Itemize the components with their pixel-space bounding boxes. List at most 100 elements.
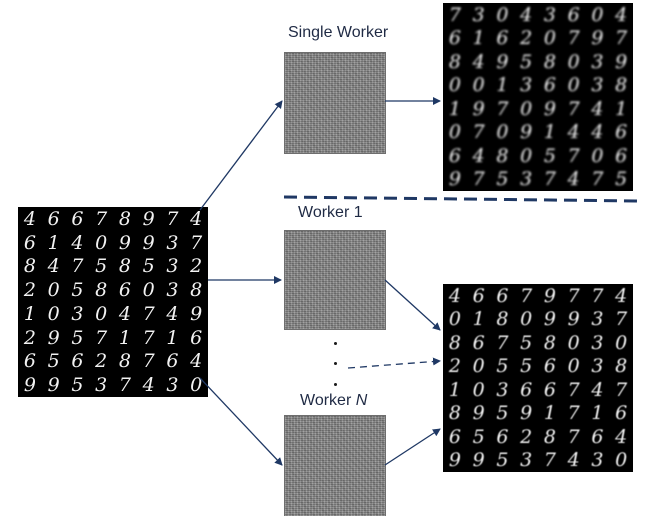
digit-cell: 4 xyxy=(591,97,604,120)
digit-cell: 0 xyxy=(567,355,580,378)
digit-cell: 8 xyxy=(496,308,509,331)
digit-cell: 7 xyxy=(591,168,604,191)
digit-cell: 3 xyxy=(95,374,108,397)
digit-cell: 4 xyxy=(615,284,628,307)
digit-cell: 2 xyxy=(448,355,461,378)
digit-cell: 3 xyxy=(166,231,179,254)
digit-cell: 5 xyxy=(520,50,533,73)
digit-cell: 8 xyxy=(118,350,131,373)
digit-cell: 8 xyxy=(448,402,461,425)
digit-cell: 0 xyxy=(567,74,580,97)
digit-cell: 9 xyxy=(23,374,36,397)
digit-cell: 0 xyxy=(496,3,509,26)
digit-cell: 9 xyxy=(543,284,556,307)
digit-cell: 7 xyxy=(142,302,155,325)
digit-cell: 7 xyxy=(71,255,84,278)
digit-cell: 4 xyxy=(567,121,580,144)
digit-cell: 4 xyxy=(567,449,580,472)
digit-cell: 0 xyxy=(472,74,485,97)
digit-cell: 6 xyxy=(591,425,604,448)
digit-cell: 9 xyxy=(496,50,509,73)
digit-cell: 0 xyxy=(543,27,556,50)
ellipsis-dot xyxy=(334,383,337,386)
digit-cell: 9 xyxy=(142,231,155,254)
digit-cell: 8 xyxy=(496,144,509,167)
digit-cell: 3 xyxy=(166,255,179,278)
digit-cell: 7 xyxy=(567,425,580,448)
digit-cell: 8 xyxy=(543,50,556,73)
digit-cell: 7 xyxy=(567,97,580,120)
digit-cell: 6 xyxy=(118,279,131,302)
digit-cell: 6 xyxy=(496,425,509,448)
digit-cell: 4 xyxy=(591,378,604,401)
digit-cell: 4 xyxy=(448,284,461,307)
digit-cell: 1 xyxy=(166,326,179,349)
single-worker-label: Single Worker xyxy=(288,24,389,41)
digit-cell: 7 xyxy=(567,378,580,401)
arrow-input-to-single xyxy=(199,100,283,211)
digit-cell: 7 xyxy=(567,27,580,50)
digit-cell: 4 xyxy=(190,350,203,373)
arrow-worker1-to-output xyxy=(384,279,441,331)
digit-cell: 9 xyxy=(567,308,580,331)
digit-cell: 3 xyxy=(543,3,556,26)
digit-cell: 5 xyxy=(71,279,84,302)
digit-cell: 9 xyxy=(472,402,485,425)
digit-cell: 2 xyxy=(23,326,36,349)
digit-cell: 7 xyxy=(472,121,485,144)
digit-cell: 4 xyxy=(615,425,628,448)
digit-cell: 1 xyxy=(543,121,556,144)
digit-cell: 3 xyxy=(591,449,604,472)
worker-n-variable: N xyxy=(355,392,368,409)
digit-cell: 0 xyxy=(520,97,533,120)
digit-cell: 0 xyxy=(47,302,60,325)
digit-cell: 0 xyxy=(95,231,108,254)
digit-cell: 4 xyxy=(23,207,36,230)
digit-cell: 6 xyxy=(496,284,509,307)
digit-cell: 3 xyxy=(71,302,84,325)
digit-cell: 9 xyxy=(47,326,60,349)
digit-cell: 7 xyxy=(567,284,580,307)
digit-cell: 4 xyxy=(472,144,485,167)
digit-cell: 9 xyxy=(543,97,556,120)
digit-cell: 5 xyxy=(496,449,509,472)
digit-cell: 0 xyxy=(448,121,461,144)
digit-cell: 5 xyxy=(615,168,628,191)
digit-cell: 7 xyxy=(520,284,533,307)
digit-cell: 9 xyxy=(543,308,556,331)
digit-cell: 1 xyxy=(472,27,485,50)
digit-cell: 7 xyxy=(142,350,155,373)
digit-cell: 0 xyxy=(142,279,155,302)
digit-cell: 0 xyxy=(47,279,60,302)
digit-cell: 4 xyxy=(591,121,604,144)
digit-cell: 3 xyxy=(520,449,533,472)
digit-cell: 0 xyxy=(496,121,509,144)
digit-cell: 7 xyxy=(615,308,628,331)
digit-cell: 5 xyxy=(496,168,509,191)
digit-cell: 9 xyxy=(520,121,533,144)
digit-cell: 7 xyxy=(567,144,580,167)
digit-cell: 5 xyxy=(520,355,533,378)
worker-1-label: Worker 1 xyxy=(298,204,363,221)
digit-cell: 3 xyxy=(591,50,604,73)
digit-cell: 7 xyxy=(166,207,179,230)
digit-cell: 8 xyxy=(615,355,628,378)
digit-cell: 6 xyxy=(472,331,485,354)
digit-cell: 9 xyxy=(472,97,485,120)
arrow-dots-to-output xyxy=(347,357,441,369)
digit-cell: 4 xyxy=(142,374,155,397)
digit-cell: 9 xyxy=(448,168,461,191)
digit-cell: 0 xyxy=(591,3,604,26)
digit-cell: 9 xyxy=(472,449,485,472)
digit-cell: 8 xyxy=(190,279,203,302)
digit-cell: 7 xyxy=(95,207,108,230)
digit-cell: 1 xyxy=(448,97,461,120)
digit-cell: 9 xyxy=(190,302,203,325)
digit-cell: 1 xyxy=(615,97,628,120)
digit-cell: 7 xyxy=(472,168,485,191)
ellipsis-dot xyxy=(334,342,337,345)
digit-cell: 3 xyxy=(520,74,533,97)
digit-cell: 8 xyxy=(543,425,556,448)
arrow-workern-to-output xyxy=(384,428,441,466)
digit-cell: 0 xyxy=(520,144,533,167)
